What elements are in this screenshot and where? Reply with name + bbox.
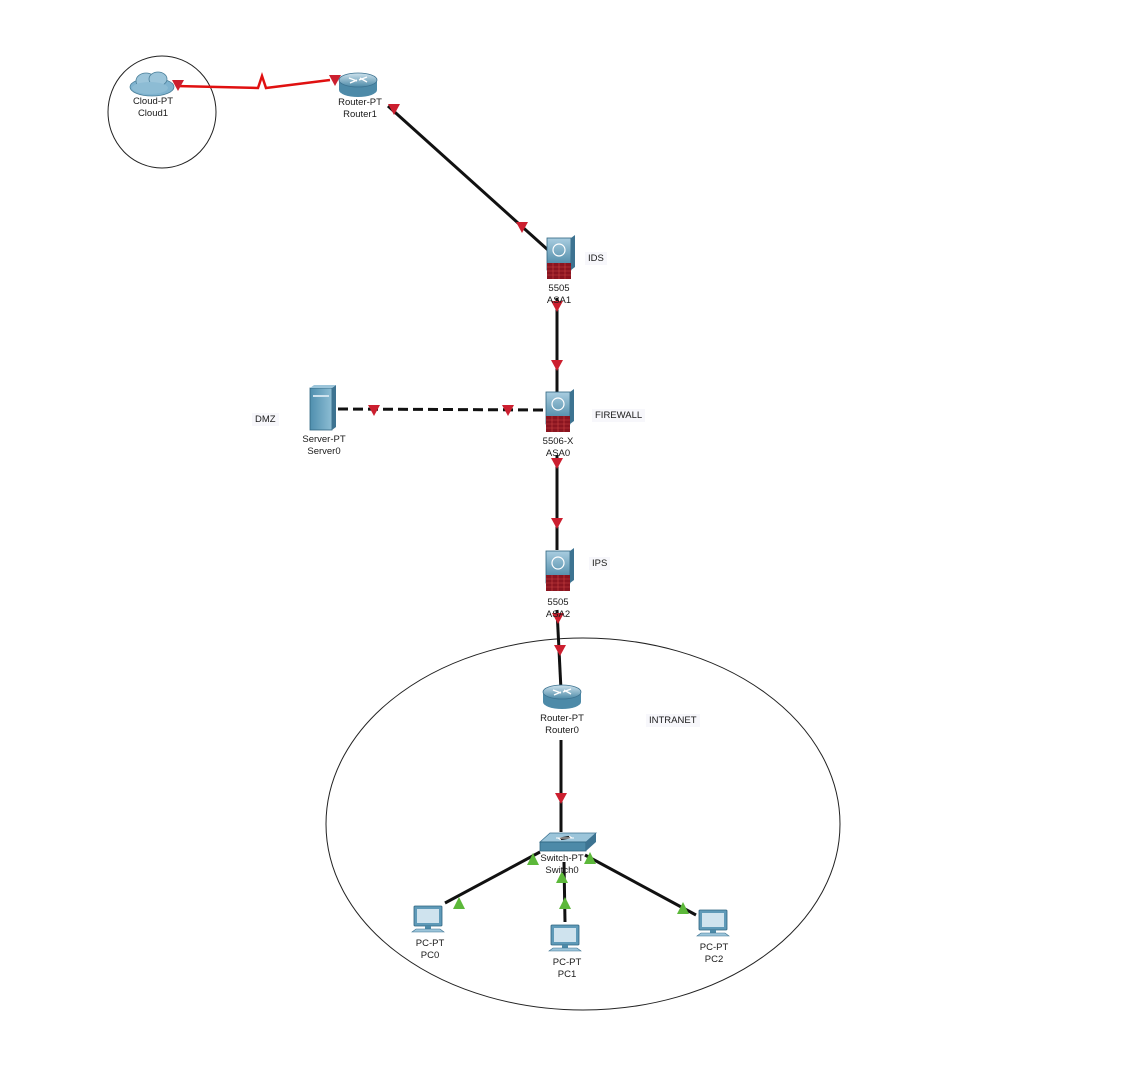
link-status-down-marker	[516, 222, 528, 233]
device-type: Cloud-PT	[132, 96, 174, 107]
link-switch0-pc0[interactable]	[444, 850, 541, 905]
device-label-asa0: 5506-X ASA0	[543, 436, 574, 460]
router-icon[interactable]	[338, 72, 378, 97]
note-ids[interactable]: IDS	[585, 252, 607, 265]
server-icon[interactable]	[309, 385, 336, 431]
device-label-asa1: 5505 ASA1	[547, 283, 571, 307]
device-type: 5505	[547, 597, 569, 608]
device-type: Server-PT	[302, 434, 346, 445]
cloud-area-ellipse	[107, 55, 217, 169]
link-status-down-marker	[555, 793, 567, 804]
device-name: PC0	[420, 950, 440, 961]
device-type: Switch-PT	[540, 853, 584, 864]
device-label-router1: Router-PT Router1	[338, 97, 382, 121]
device-name: ASA1	[546, 295, 572, 306]
device-name: PC2	[704, 954, 724, 965]
link-cloud1-router1[interactable]	[175, 72, 331, 90]
pc-icon[interactable]	[696, 909, 730, 937]
device-label-pc0: PC-PT PC0	[416, 938, 445, 962]
device-name: ASA0	[545, 448, 571, 459]
link-switch0-pc1[interactable]	[562, 861, 567, 923]
device-label-pc1: PC-PT PC1	[553, 957, 582, 981]
note-intranet[interactable]: INTRANET	[646, 714, 700, 727]
device-name: Server0	[307, 446, 341, 457]
device-name: PC1	[557, 969, 577, 980]
link-status-up-marker	[527, 853, 539, 865]
link-status-down-marker	[551, 458, 563, 469]
device-name: Router0	[545, 725, 579, 736]
device-type: Router-PT	[540, 713, 584, 724]
link-status-down-marker	[329, 75, 341, 86]
device-type: PC-PT	[552, 957, 582, 968]
device-type: PC-PT	[699, 942, 729, 953]
link-status-up-marker	[556, 871, 568, 883]
link-status-down-marker	[172, 80, 184, 91]
link-status-down-marker	[551, 301, 563, 312]
router-icon[interactable]	[542, 684, 582, 709]
asa-firewall-icon[interactable]	[545, 389, 574, 432]
note-ips[interactable]: IPS	[589, 557, 611, 570]
link-status-down-marker	[551, 360, 563, 371]
link-status-down-marker	[551, 518, 563, 529]
link-switch0-pc2[interactable]	[584, 853, 697, 917]
device-name: Cloud1	[137, 108, 169, 119]
asa-firewall-icon[interactable]	[546, 235, 575, 279]
note-firewall[interactable]: FIREWALL	[592, 409, 646, 422]
device-type: Router-PT	[338, 97, 382, 108]
pc-icon[interactable]	[548, 924, 582, 952]
device-label-switch0: Switch-PT Switch0	[540, 853, 583, 877]
switch-icon[interactable]	[538, 832, 598, 852]
device-type: 5506-X	[542, 436, 574, 447]
link-status-up-marker	[453, 897, 465, 909]
link-status-down-marker	[502, 405, 514, 416]
asa-firewall-icon[interactable]	[545, 548, 574, 591]
link-status-down-marker	[554, 645, 566, 656]
link-status-up-marker	[677, 902, 689, 914]
device-label-router0: Router-PT Router0	[540, 713, 584, 737]
device-name: Router1	[343, 109, 377, 120]
link-status-up-marker	[559, 897, 571, 909]
intranet-area-ellipse	[325, 637, 841, 1011]
device-label-server0: Server-PT Server0	[302, 434, 345, 458]
device-label-pc2: PC-PT PC2	[700, 942, 729, 966]
device-name: ASA2	[545, 609, 571, 620]
pc-icon[interactable]	[411, 905, 445, 933]
device-type: PC-PT	[415, 938, 445, 949]
cloud-icon[interactable]	[129, 71, 175, 97]
device-name: Switch0	[545, 865, 579, 876]
link-server0-asa0[interactable]	[337, 407, 545, 412]
note-dmz[interactable]: DMZ	[252, 413, 279, 426]
device-type: 5505	[548, 283, 570, 294]
device-label-asa2: 5505 ASA2	[546, 597, 570, 621]
link-status-down-marker	[388, 104, 400, 115]
device-label-cloud1: Cloud-PT Cloud1	[133, 96, 173, 120]
link-status-down-marker	[368, 405, 380, 416]
link-status-up-marker	[584, 852, 596, 864]
link-status-down-marker	[552, 613, 564, 624]
